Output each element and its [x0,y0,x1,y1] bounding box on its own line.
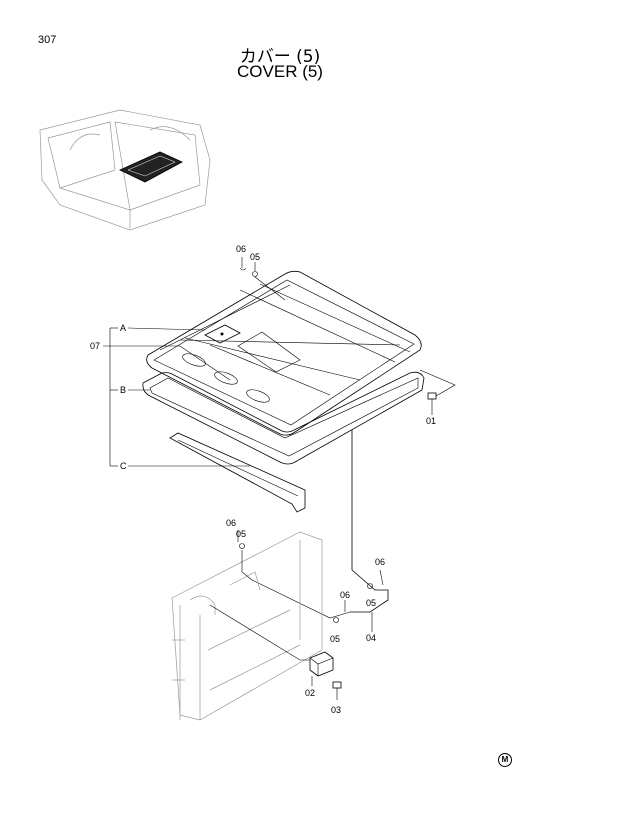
label-01: 01 [426,416,436,426]
seal-b [142,371,425,465]
title-english: COVER (5) [237,62,323,81]
machine-location-thumbnail [39,109,211,231]
stay-rod-04 [251,430,389,632]
label-05-right: 05 [366,598,376,608]
plate-a [204,324,241,344]
page-number: 307 [38,34,57,46]
label-06-mid: 06 [226,518,236,528]
label-group-c: C [120,461,127,471]
label-05-mid: 05 [236,529,246,539]
label-05-top: 05 [250,252,260,262]
label-02: 02 [305,688,315,698]
top-fasteners [239,257,286,301]
title-japanese: カバー (5) [239,47,321,67]
bolt-01 [419,369,456,415]
support-frame [171,530,323,721]
bolt-03 [332,681,342,700]
strip-c [169,432,306,513]
highlighted-cover-thumbnail [119,151,183,183]
group-leaders [103,327,250,467]
label-06-rod: 06 [340,590,350,600]
label-06-right: 06 [375,557,385,567]
label-05-rod: 05 [330,634,340,644]
label-06-top: 06 [236,244,246,254]
label-03: 03 [331,705,341,715]
manufacturer-mark: M [498,753,512,767]
label-04: 04 [366,633,376,643]
bracket-02 [309,651,334,686]
label-group-b: B [120,385,126,395]
cover-panel [146,270,422,436]
label-group-a: A [120,323,126,333]
label-07: 07 [90,341,100,351]
